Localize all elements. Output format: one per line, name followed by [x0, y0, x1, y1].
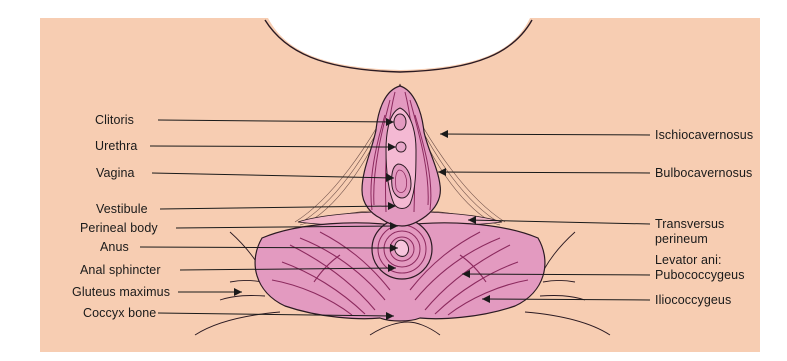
label-coccyx-bone: Coccyx bone [83, 306, 156, 320]
label-levator-ani: Levator ani: [655, 253, 722, 267]
label-perineal-body: Perineal body [80, 221, 158, 235]
label-urethra: Urethra [95, 139, 137, 153]
label-pubococcygeus: Pubococcygeus [655, 268, 745, 282]
label-bulbocavernosus: Bulbocavernosus [655, 166, 752, 180]
clitoris [394, 114, 406, 130]
label-gluteus-maximus: Gluteus maximus [72, 285, 170, 299]
urethra-opening [396, 142, 406, 152]
label-anus: Anus [100, 240, 129, 254]
label-vestibule: Vestibule [96, 202, 148, 216]
label-transversus: Transversus [655, 217, 724, 231]
label-clitoris: Clitoris [95, 113, 134, 127]
label-anal-sphincter: Anal sphincter [80, 263, 161, 277]
label-vagina: Vagina [96, 166, 135, 180]
label-ischiocavernosus: Ischiocavernosus [655, 128, 753, 142]
label-iliococcygeus: Iliococcygeus [655, 293, 731, 307]
label-perineum: perineum [655, 232, 708, 246]
